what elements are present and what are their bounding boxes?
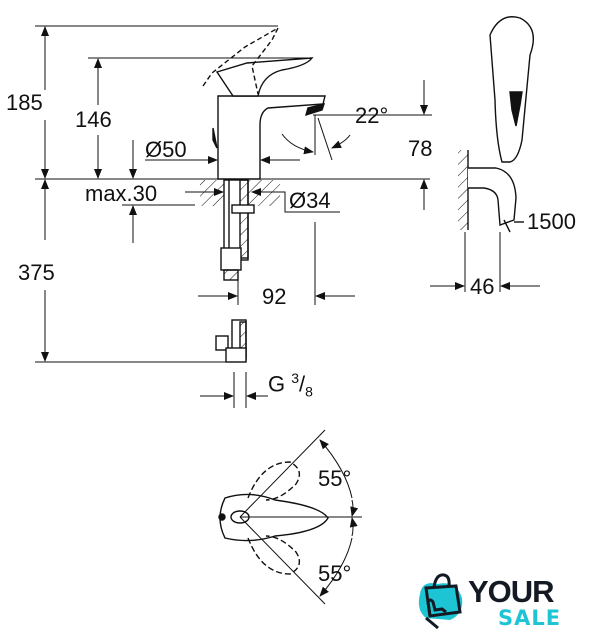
dim-hole-diameter: Ø34 — [289, 188, 331, 213]
dim-spout-reach: 92 — [262, 284, 287, 309]
thread-denominator: 8 — [305, 383, 313, 400]
faucet-side-view — [200, 26, 326, 363]
hand-shower — [430, 16, 540, 292]
dim-angle-bottom: 55° — [318, 561, 352, 586]
faucet-top-view — [218, 429, 362, 605]
shopping-bag-hand-icon — [418, 573, 463, 630]
dim-under-length: 375 — [18, 260, 55, 285]
dim-hose-length: 1500 — [527, 209, 576, 234]
logo-text-sale: SALE — [498, 606, 562, 630]
dim-thread: G 3/8 — [268, 370, 313, 400]
dim-wall-offset: 46 — [470, 274, 495, 299]
dim-body-diameter: Ø50 — [145, 137, 187, 162]
logo-text-your: YOUR — [468, 574, 555, 609]
dim-max-deck: max.30 — [85, 181, 158, 206]
dim-spout-angle: 22° — [355, 103, 389, 128]
your-sale-logo: YOUR SALE — [416, 572, 586, 632]
dim-angle-top: 55° — [318, 466, 352, 491]
dim-outlet-height: 78 — [408, 136, 433, 161]
thread-numerator: 3 — [291, 370, 300, 386]
dim-total-height: 185 — [6, 90, 43, 115]
thread-label: G — [268, 371, 292, 397]
dim-lever-height: 146 — [75, 107, 112, 132]
